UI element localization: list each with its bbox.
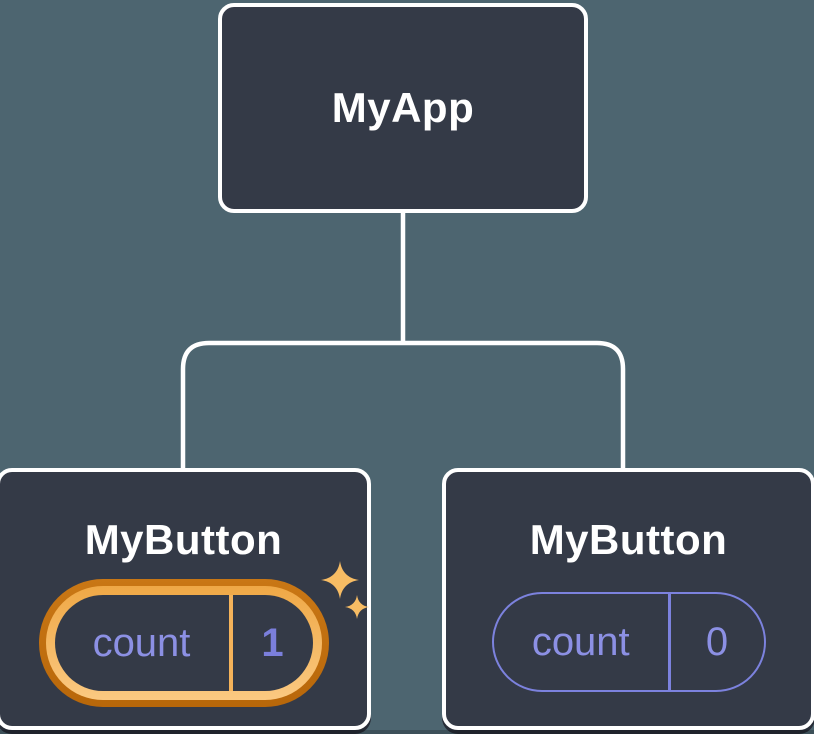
bottom-edge-shade xyxy=(0,730,814,734)
node-title: MyApp xyxy=(331,84,475,131)
sparkle-small xyxy=(345,595,369,619)
state-value: 1 xyxy=(261,620,284,665)
state-value: 0 xyxy=(705,619,729,664)
sparkle-large xyxy=(321,561,359,599)
state-divider xyxy=(228,595,233,691)
node-mybutton-right: MyButton count 0 xyxy=(442,468,814,730)
node-mybutton-left: MyButton count 1 xyxy=(0,468,371,730)
state-label: count xyxy=(531,619,630,664)
node-title: MyButton xyxy=(84,516,283,563)
state-pill-inner-ring: count 1 xyxy=(45,586,322,700)
node-myapp: MyApp xyxy=(218,3,588,213)
state-pill-highlighted: count 1 xyxy=(38,579,329,707)
connector-bracket xyxy=(180,340,626,470)
node-title: MyButton xyxy=(529,516,728,563)
state-label: count xyxy=(92,620,191,665)
state-pill: count 0 xyxy=(491,592,766,692)
state-divider xyxy=(668,594,671,690)
